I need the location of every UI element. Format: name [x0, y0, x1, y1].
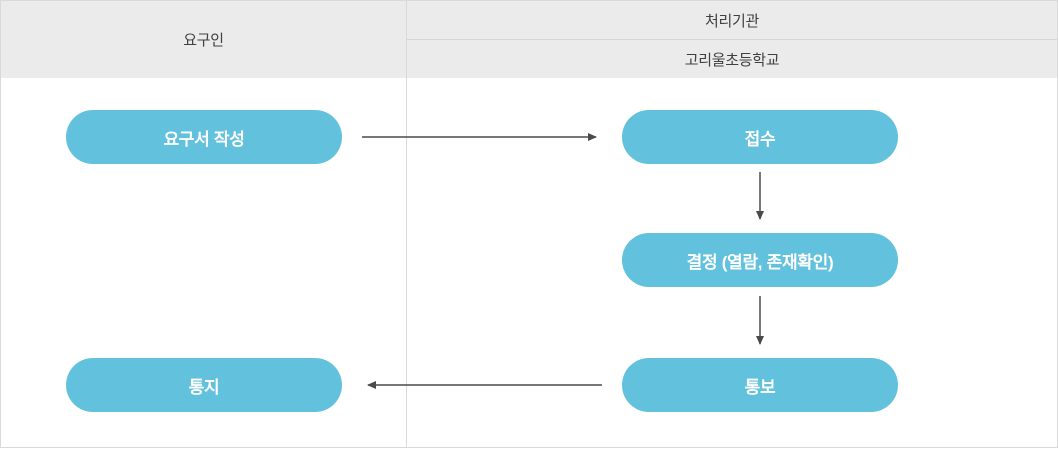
lane-header-school-label: 고리울초등학교: [684, 51, 780, 69]
lane-divider: [406, 1, 407, 447]
lane-header-agency-title: 처리기관: [407, 1, 1057, 39]
node-notice-label: 통지: [188, 377, 220, 397]
lane-header-agency-label: 처리기관: [704, 12, 759, 30]
node-decision: 결정 (열람, 존재확인): [622, 233, 898, 287]
node-request-write: 요구서 작성: [66, 110, 342, 164]
node-request-write-label: 요구서 작성: [163, 129, 245, 149]
node-notice: 통지: [66, 358, 342, 412]
lane-header-agency: 처리기관 고리울초등학교: [407, 1, 1057, 78]
node-notify: 통보: [622, 358, 898, 412]
node-decision-label: 결정 (열람, 존재확인): [686, 252, 834, 272]
lane-header-requester: 요구인: [1, 1, 406, 78]
lane-header-agency-subtitle: 고리울초등학교: [407, 39, 1057, 78]
node-receipt-label: 접수: [744, 129, 776, 149]
lane-header-requester-label: 요구인: [183, 32, 224, 49]
node-receipt: 접수: [622, 110, 898, 164]
node-notify-label: 통보: [744, 377, 776, 397]
